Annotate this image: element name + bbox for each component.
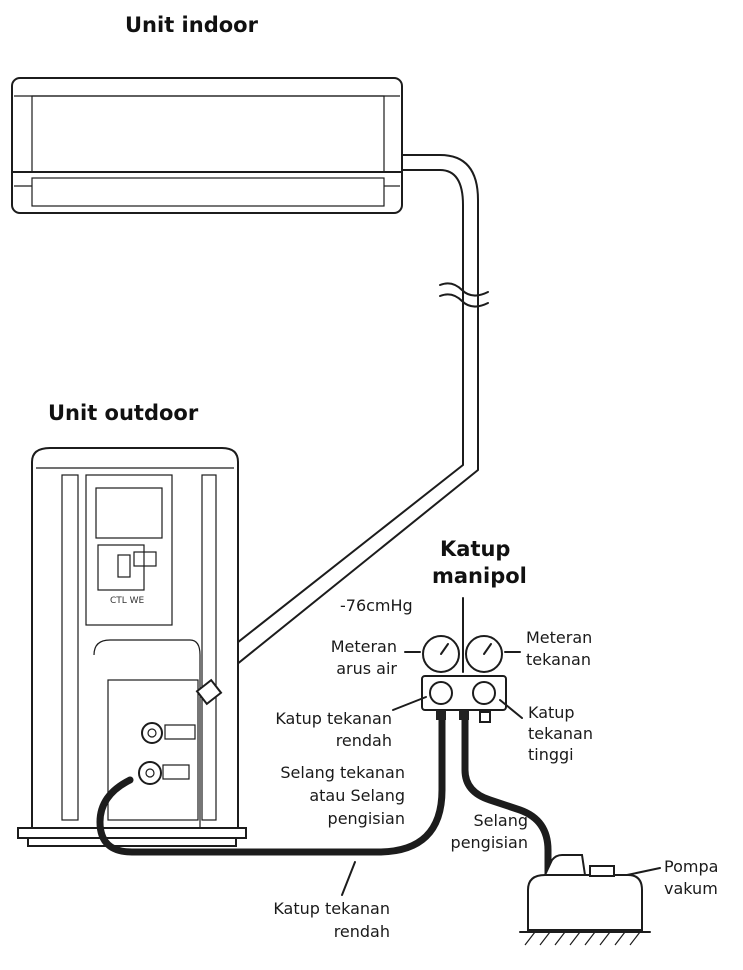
high-valve-label-1: Katup xyxy=(528,703,575,722)
high-valve-label-3: tinggi xyxy=(528,745,574,764)
outdoor-unit: CTL WE xyxy=(17,447,247,847)
indoor-unit xyxy=(11,77,403,214)
vacuum-pump xyxy=(519,854,651,946)
svg-text:CTL WE: CTL WE xyxy=(110,596,145,606)
low-gauge-label-2: arus air xyxy=(336,659,397,678)
pressure-hose-label-2: atau Selang xyxy=(309,786,405,805)
low-valve-label-1: Katup tekanan xyxy=(275,709,392,728)
manifold-title-line-2: manipol xyxy=(432,564,527,588)
indoor-unit-title: Unit indoor xyxy=(125,13,259,37)
service-valve-label-1: Katup tekanan xyxy=(273,899,390,918)
pump-label-2: vakum xyxy=(664,879,718,898)
high-gauge-label-2: tekanan xyxy=(526,650,591,669)
high-gauge-label-1: Meteran xyxy=(526,628,592,647)
leader-lines xyxy=(341,651,661,896)
pressure-reading-label: -76cmHg xyxy=(340,596,413,615)
charge-hose-label-2: pengisian xyxy=(451,833,528,852)
low-valve-label-2: rendah xyxy=(336,731,392,750)
pump-label-1: Pompa xyxy=(664,857,718,876)
pressure-hose-label-1: Selang tekanan xyxy=(280,763,405,782)
manifold-title-line-1: Katup xyxy=(440,537,510,561)
hoses xyxy=(96,714,552,879)
charge-hose-label-1: Selang xyxy=(473,811,528,830)
service-valve-label-2: rendah xyxy=(334,922,390,941)
low-gauge-label-1: Meteran xyxy=(331,637,397,656)
refrigerant-pipe xyxy=(194,154,489,691)
outdoor-unit-title: Unit outdoor xyxy=(48,401,199,425)
high-valve-label-2: tekanan xyxy=(528,724,593,743)
pressure-hose-label-3: pengisian xyxy=(328,809,405,828)
manifold-valve xyxy=(421,597,507,723)
